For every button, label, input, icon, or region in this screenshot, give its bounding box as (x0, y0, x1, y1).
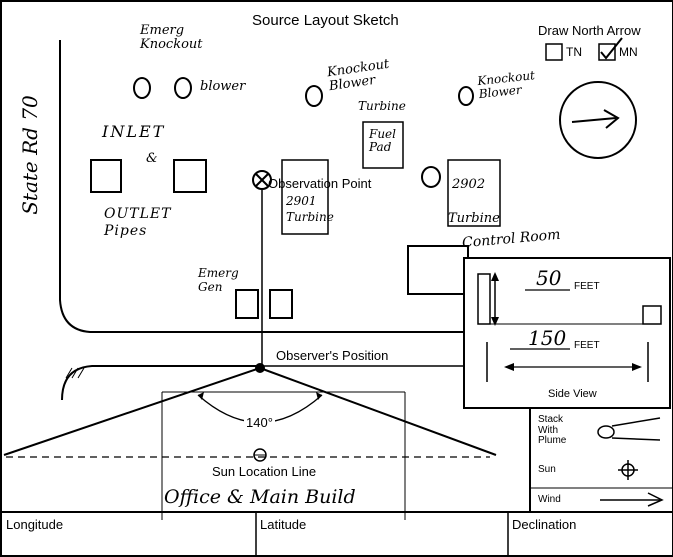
outlet-pipes-note: OUTLET Pipes (104, 206, 172, 239)
unit-2901-note: 2901 Turbine (286, 194, 334, 224)
road-lower-edge (61, 365, 258, 401)
legend-wind-label: Wind (538, 494, 561, 505)
stack-distance-value: 150 (528, 326, 567, 350)
fuel-pad-note: Fuel Pad (369, 127, 396, 155)
side-view-label: Side View (548, 388, 597, 400)
office-main-building-note: Office & Main Build (164, 486, 356, 508)
mn-checkbox (598, 43, 616, 61)
turbine-note-2: Turbine (448, 211, 500, 226)
side-view-panel (463, 257, 671, 409)
inlet-note: INLET (102, 122, 166, 141)
unit-2902-note: 2902 (452, 177, 486, 192)
mn-label: MN (619, 45, 638, 59)
amp-note: & (146, 151, 158, 166)
observation-point-marker (252, 170, 272, 190)
legend-stack-label: Stack With Plume (538, 414, 567, 446)
latitude-field: Latitude (260, 517, 307, 532)
state-road-note: State Rd 70 (17, 95, 42, 215)
north-arrow-label: Draw North Arrow (538, 23, 641, 38)
angle-label: 140° (244, 415, 275, 430)
feet-label-1: FEET (574, 281, 600, 292)
longitude-field: Longitude (6, 517, 64, 532)
blower-note: blower (200, 79, 246, 94)
tn-label: TN (566, 45, 582, 59)
turbine-note-1: Turbine (358, 99, 406, 113)
page-title: Source Layout Sketch (252, 12, 399, 29)
feet-label-2: FEET (574, 340, 600, 351)
tn-checkbox (545, 43, 563, 61)
legend-sun-label: Sun (538, 464, 556, 475)
observation-point-label: Observation Point (268, 176, 372, 191)
sun-location-label: Sun Location Line (212, 464, 317, 479)
emerg-knockout-note: Emerg Knockout (140, 23, 203, 53)
declination-field: Declination (512, 517, 577, 532)
emerg-gen-note: Emerg Gen (198, 266, 239, 295)
north-arrow-circle (559, 81, 637, 159)
observers-position-label: Observer's Position (276, 348, 389, 363)
stack-height-value: 50 (536, 266, 562, 290)
site-boundary (59, 40, 465, 333)
